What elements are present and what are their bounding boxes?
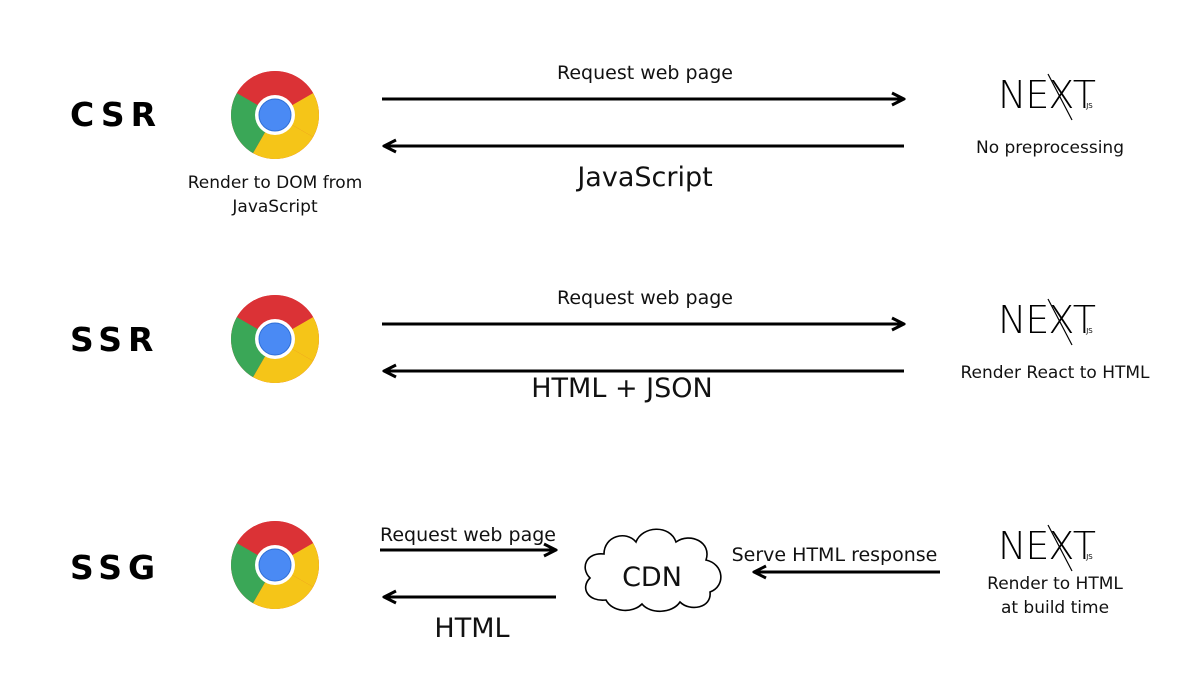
nextjs-logo: NEXT.JS — [998, 524, 1097, 572]
csr-response-arrow — [378, 139, 904, 153]
ssg-server-caption-line1: Render to HTML — [987, 574, 1123, 594]
csr-browser-caption: Render to DOM from JavaScript — [175, 171, 375, 219]
nextjs-logo-suffix: .JS — [1084, 327, 1093, 335]
ssg-serve-arrow — [748, 565, 940, 579]
nextjs-logo-slash — [1047, 524, 1073, 572]
chrome-icon — [230, 70, 320, 160]
chrome-icon — [230, 294, 320, 384]
nextjs-logo-suffix: .JS — [1084, 102, 1093, 110]
nextjs-logo: NEXT.JS — [998, 298, 1097, 346]
nextjs-logo: NEXT.JS — [998, 73, 1097, 121]
ssr-response-label: HTML + JSON — [531, 373, 713, 404]
ssg-response-label: HTML — [434, 613, 510, 644]
csr-browser-caption-line2: JavaScript — [232, 197, 318, 217]
csr-server-caption: No preprocessing — [975, 138, 1124, 158]
ssr-request-arrow — [382, 317, 910, 331]
nextjs-logo-slash — [1047, 73, 1073, 121]
nextjs-logo-suffix: .JS — [1084, 553, 1093, 561]
ssg-row-label: SSG — [70, 548, 162, 587]
ssg-response-arrow — [378, 590, 556, 604]
ssg-request-label: Request web page — [379, 524, 556, 546]
ssg-serve-label: Serve HTML response — [731, 544, 938, 566]
ssr-row-label: SSR — [70, 320, 160, 359]
ssr-server-caption: Render React to HTML — [960, 363, 1150, 383]
ssg-server-caption: Render to HTML at build time — [950, 572, 1160, 620]
ssr-response-arrow — [378, 364, 904, 378]
cdn-label: CDN — [622, 562, 682, 593]
ssg-request-arrow — [380, 543, 563, 557]
nextjs-logo-text: NEXT — [998, 298, 1096, 342]
nextjs-logo-slash — [1047, 298, 1073, 346]
nextjs-logo-text: NEXT — [998, 73, 1096, 117]
csr-browser-caption-line1: Render to DOM from — [187, 173, 363, 193]
nextjs-logo-text: NEXT — [998, 524, 1096, 568]
cloud-icon — [584, 528, 722, 613]
ssr-request-label: Request web page — [556, 287, 733, 309]
csr-request-label: Request web page — [556, 62, 733, 84]
csr-row-label: CSR — [70, 95, 163, 134]
csr-response-label: JavaScript — [577, 162, 713, 193]
csr-request-arrow — [382, 92, 910, 106]
ssg-server-caption-line2: at build time — [1000, 598, 1110, 618]
chrome-icon — [230, 520, 320, 610]
